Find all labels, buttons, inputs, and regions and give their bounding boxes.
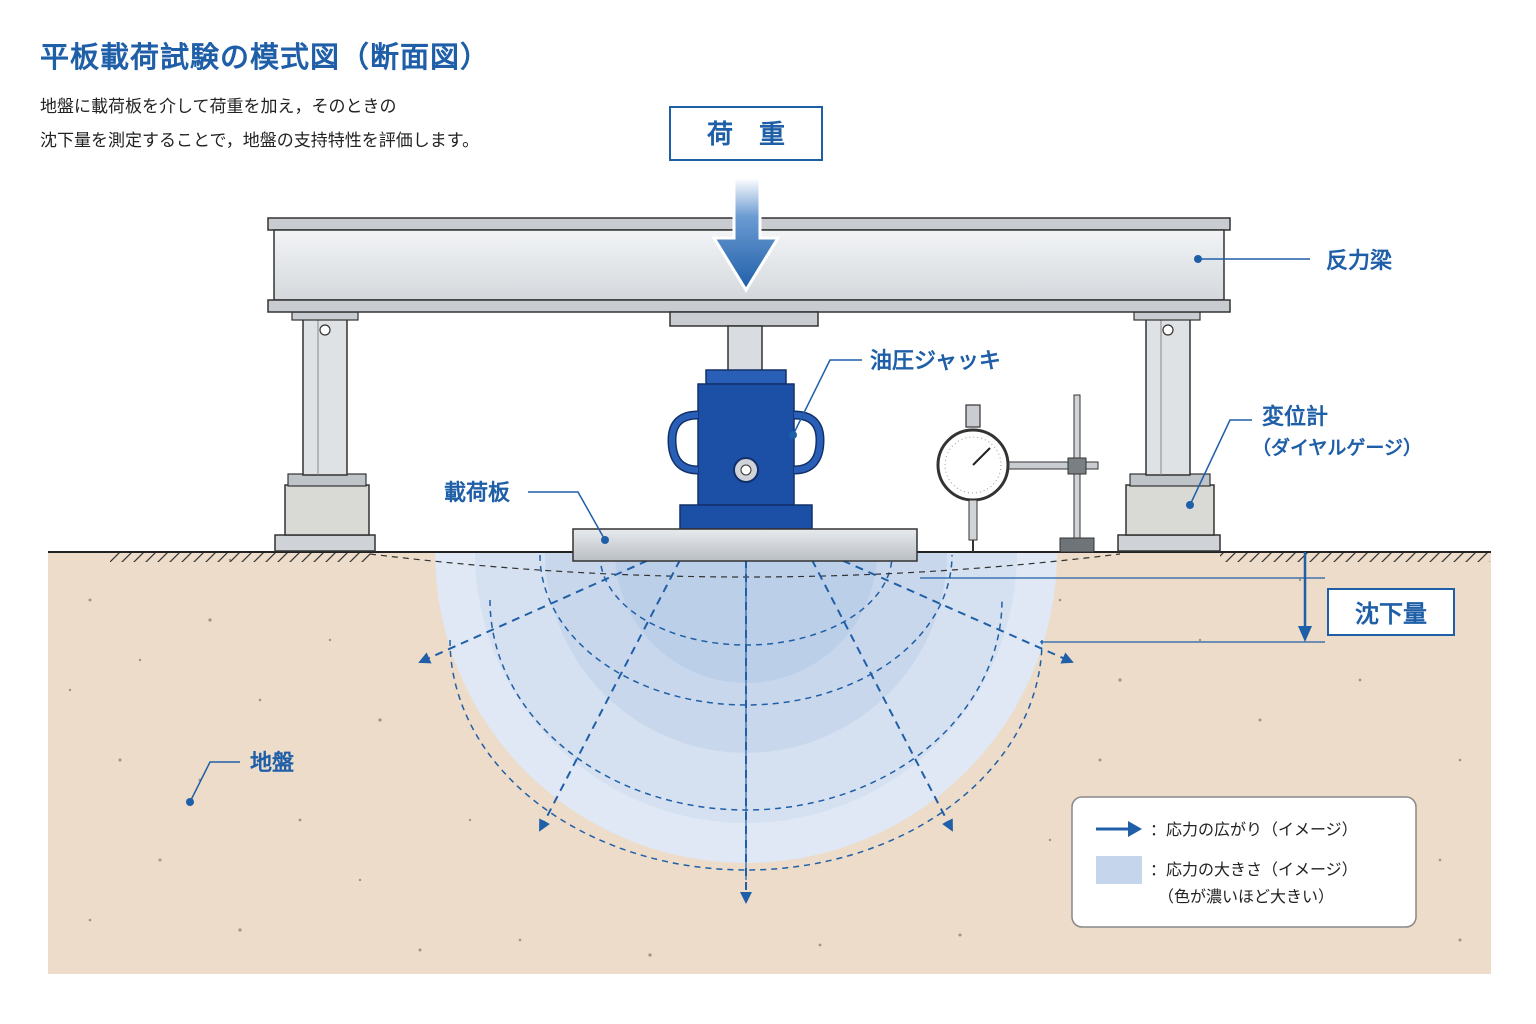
settlement-label: 沈下量	[1355, 600, 1427, 628]
loading-plate-label: 載荷板	[444, 480, 511, 506]
loading-plate	[572, 528, 918, 562]
settlement-label-box	[1327, 588, 1455, 636]
description-line-2: 沈下量を測定することで，地盤の支持特性を評価します。	[40, 131, 480, 151]
right-support	[1117, 311, 1221, 552]
leader-dots	[186, 255, 1202, 806]
description-line-1: 地盤に載荷板を介して荷重を加え，そのときの	[40, 97, 397, 117]
legend: ：応力の広がり（イメージ） ：応力の大きさ（イメージ） （色が濃いほど大きい）	[1071, 796, 1417, 928]
legend-area-text: ：応力の大きさ（イメージ）	[1150, 860, 1358, 879]
dial-gauge	[936, 394, 1099, 553]
settlement-indicator	[920, 552, 1325, 643]
legend-arrow-text: ：応力の広がり（イメージ）	[1150, 820, 1358, 839]
legend-area-swatch	[1096, 856, 1142, 884]
load-label-box	[669, 106, 823, 161]
leader-lines	[189, 258, 1310, 803]
hydraulic-jack-label: 油圧ジャッキ	[870, 349, 1001, 374]
stress-arrows	[418, 554, 1074, 904]
dial-gauge-label: （ダイヤルゲージ）	[1252, 436, 1422, 459]
ground-label: 地盤	[250, 750, 295, 776]
displacement-gauge-label: 変位計	[1262, 404, 1328, 430]
load-label: 荷 重	[707, 120, 785, 150]
page-title: 平板載荷試験の模式図（断面図）	[40, 40, 491, 74]
reaction-beam-label: 反力梁	[1326, 249, 1392, 274]
load-arrow	[711, 176, 781, 293]
hydraulic-jack	[667, 311, 825, 530]
legend-area-note: （色が濃いほど大きい）	[1158, 887, 1334, 906]
left-support	[274, 311, 376, 552]
